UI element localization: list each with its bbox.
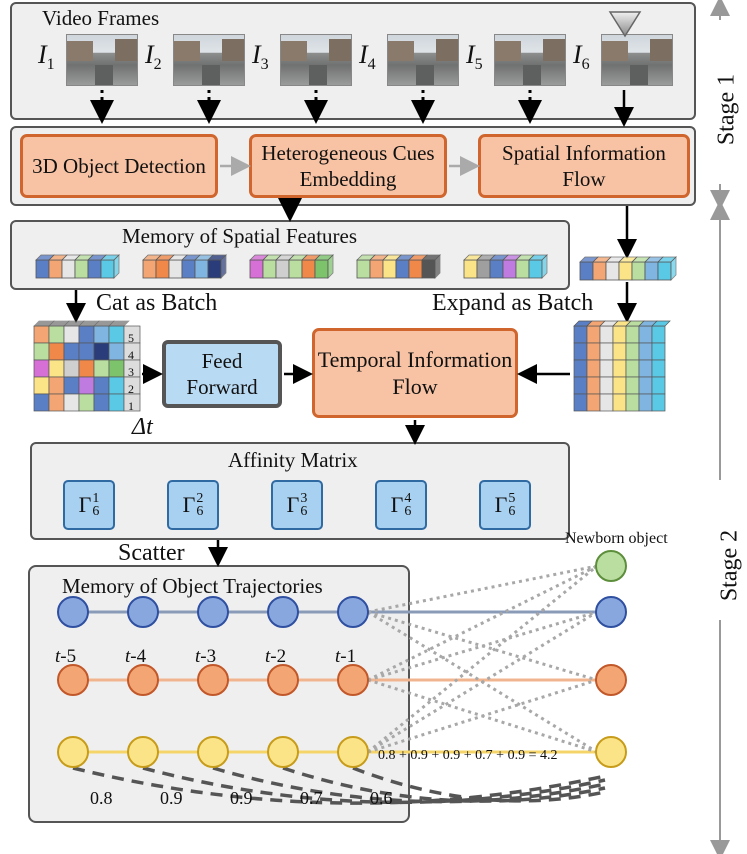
new-node-yellow [595, 736, 627, 768]
detection-box: 3D Object Detection [20, 134, 218, 198]
stack-number: 1 [128, 399, 134, 413]
new-node-orange [595, 664, 627, 696]
frame-label-3: I3 [252, 40, 269, 74]
frame-thumbnail [280, 34, 352, 86]
video-frames-title: Video Frames [42, 6, 160, 30]
frame-thumbnail [494, 34, 566, 86]
expand-as-batch-label: Expand as Batch [432, 290, 594, 316]
frame-label-5: I5 [466, 40, 483, 74]
time-label: t-5 [55, 646, 77, 667]
stack-number: 4 [128, 348, 134, 362]
temporal-flow-box: Temporal Information Flow [312, 328, 518, 418]
frame-thumbnail [66, 34, 138, 86]
score-label: 0.8 [90, 788, 113, 808]
affinity-title: Affinity Matrix [228, 448, 358, 472]
stack-number: 3 [128, 365, 134, 379]
node-orange-3 [197, 664, 229, 696]
node-blue-2 [127, 596, 159, 628]
spatial-memory-title: Memory of Spatial Features [122, 224, 358, 248]
stack-number: 2 [128, 382, 134, 396]
sum-text: 0.8 + 0.9 + 0.9 + 0.7 + 0.9 = 4.2 [378, 748, 558, 763]
scatter-label: Scatter [118, 540, 185, 566]
node-orange-1 [57, 664, 89, 696]
camera-marker-icon [608, 11, 642, 38]
node-yellow-5 [337, 736, 369, 768]
cat-as-batch-label: Cat as Batch [96, 290, 218, 316]
node-blue-3 [197, 596, 229, 628]
frame-label-4: I4 [359, 40, 376, 74]
feed-forward-box: Feed Forward [162, 340, 282, 408]
score-label: 0.6 [370, 788, 393, 808]
newborn-label: Newborn object [565, 530, 668, 547]
new-node-blue [595, 596, 627, 628]
node-orange-4 [267, 664, 299, 696]
frame-thumbnail [601, 34, 673, 86]
score-label: 0.9 [230, 788, 253, 808]
node-blue-4 [267, 596, 299, 628]
frame-label-1: I1 [38, 40, 55, 74]
score-label: 0.7 [300, 788, 323, 808]
frame-thumbnail [173, 34, 245, 86]
node-yellow-2 [127, 736, 159, 768]
frame-label-6: I6 [573, 40, 590, 74]
time-label: t-2 [265, 646, 287, 667]
node-yellow-3 [197, 736, 229, 768]
node-yellow-1 [57, 736, 89, 768]
spatial-flow-box: Spatial Information Flow [478, 134, 690, 198]
frame-label-2: I2 [145, 40, 162, 74]
newborn-node [595, 550, 627, 582]
node-orange-2 [127, 664, 159, 696]
node-yellow-4 [267, 736, 299, 768]
trajectory-title: Memory of Object Trajectories [62, 574, 323, 598]
time-label: t-4 [125, 646, 147, 667]
node-blue-5 [337, 596, 369, 628]
score-label: 0.9 [160, 788, 183, 808]
cues-embedding-box: Heterogeneous Cues Embedding [249, 134, 447, 198]
delta-t-label: Δt [132, 414, 153, 440]
node-blue-1 [57, 596, 89, 628]
stack-number: 5 [128, 331, 134, 345]
node-orange-5 [337, 664, 369, 696]
time-label: t-1 [335, 646, 357, 667]
frame-thumbnail [387, 34, 459, 86]
time-label: t-3 [195, 646, 217, 667]
